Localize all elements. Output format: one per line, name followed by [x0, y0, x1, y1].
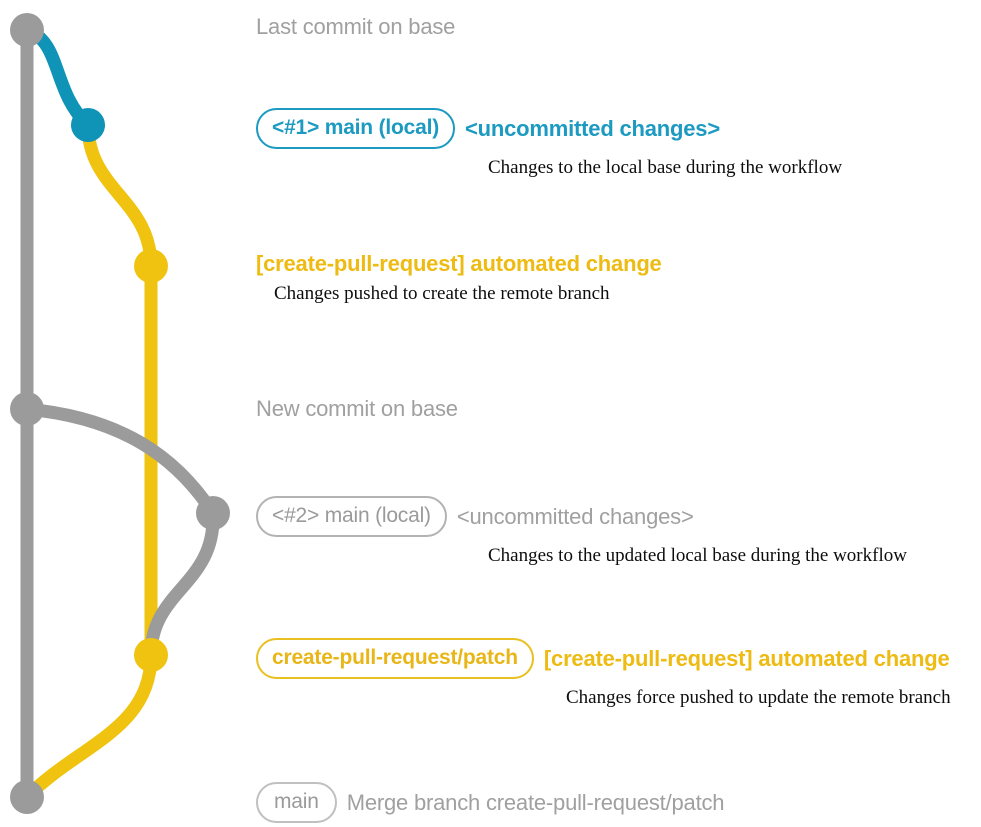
local-uncommitted-node-1[interactable] [71, 108, 105, 142]
commit-headline: <#2> main (local) <uncommitted changes> [256, 496, 907, 537]
commit-row-last-commit-on-base: Last commit on base [256, 16, 455, 38]
commit-subject: <uncommitted changes> [465, 115, 720, 141]
commit-headline: Last commit on base [256, 16, 455, 38]
automated-change-node-1[interactable] [134, 249, 168, 283]
commit-row-merge: main Merge branch create-pull-request/pa… [256, 782, 725, 823]
commit-subject: [create-pull-request] automated change [256, 251, 662, 276]
merge-commit-node[interactable] [10, 780, 44, 814]
commit-subject: [create-pull-request] automated change [543, 645, 950, 671]
edge-patch-merge-to-base [20, 648, 158, 804]
edge-patch-from-local-1 [81, 118, 158, 273]
ref-badge-main[interactable]: main [256, 782, 337, 823]
new-commit-on-base-node[interactable] [10, 392, 44, 426]
commit-description: Changes pushed to create the remote bran… [274, 283, 610, 304]
last-commit-on-base-node[interactable] [10, 13, 44, 47]
ref-badge-main-local-2[interactable]: <#2> main (local) [256, 496, 447, 537]
commit-subject: Merge branch create-pull-request/patch [346, 789, 725, 815]
commit-subject: Last commit on base [256, 14, 456, 39]
commit-row-new-commit-on-base: New commit on base [256, 398, 458, 420]
commit-headline: [create-pull-request] automated change [256, 253, 662, 275]
commit-headline: New commit on base [256, 398, 458, 420]
commit-subject: New commit on base [256, 396, 458, 421]
commit-headline: main Merge branch create-pull-request/pa… [256, 782, 725, 823]
commit-description: Changes force pushed to update the remot… [566, 687, 951, 708]
ref-badge-main-local-1[interactable]: <#1> main (local) [256, 108, 456, 149]
commit-subject: <uncommitted changes> [456, 503, 694, 529]
edge-updated-local-to-patch [144, 506, 220, 662]
commit-row-local-2: <#2> main (local) <uncommitted changes> … [256, 496, 907, 565]
automated-change-node-2[interactable] [134, 638, 168, 672]
commit-description: Changes to the local base during the wor… [488, 157, 843, 178]
commit-row-local-1: <#1> main (local) <uncommitted changes> … [256, 108, 842, 177]
edge-updated-local-branch [20, 402, 220, 520]
commit-row-automated-2: create-pull-request/patch [create-pull-r… [256, 638, 951, 707]
commit-row-automated-1: [create-pull-request] automated change C… [256, 253, 662, 304]
ref-badge-create-pull-request-patch[interactable]: create-pull-request/patch [256, 638, 534, 679]
commit-headline: <#1> main (local) <uncommitted changes> [256, 108, 842, 149]
commit-nodes [10, 13, 230, 814]
local-uncommitted-node-2[interactable] [196, 496, 230, 530]
commit-description: Changes to the updated local base during… [488, 545, 907, 566]
commit-headline: create-pull-request/patch [create-pull-r… [256, 638, 951, 679]
